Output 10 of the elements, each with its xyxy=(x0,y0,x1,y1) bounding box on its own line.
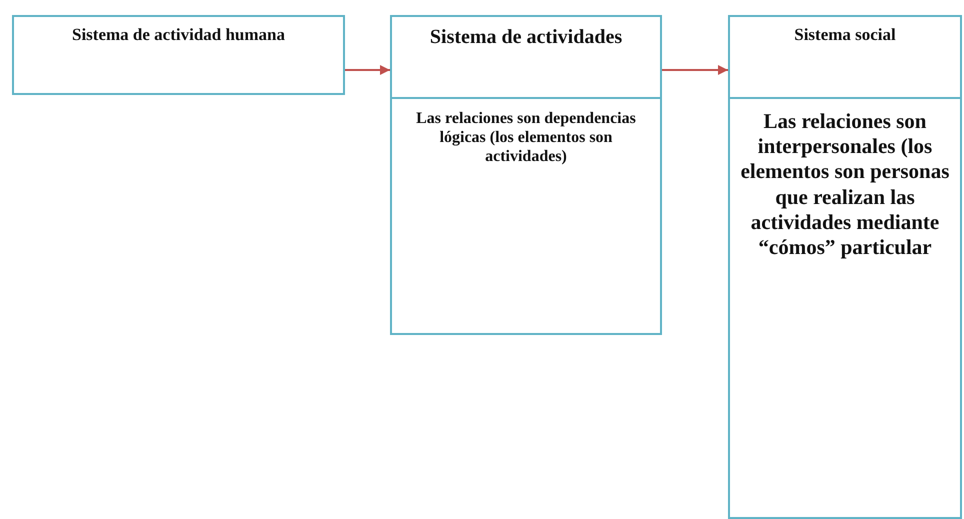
box-description: Las relaciones son interpersonales (los elementos son personas que realizan las actividades mediante “cómos” particular xyxy=(740,109,950,260)
process-box xyxy=(12,15,345,95)
box-description: Las relaciones son dependencias lógicas (los elementos son actividades) xyxy=(415,109,637,167)
process-box xyxy=(390,15,662,335)
box-heading: Sistema de actividades xyxy=(430,25,622,49)
arrow xyxy=(662,65,728,75)
process-box xyxy=(728,15,962,519)
box-heading: Sistema de actividad humana xyxy=(72,25,285,46)
arrow xyxy=(345,65,390,75)
box-heading: Sistema social xyxy=(794,25,896,46)
